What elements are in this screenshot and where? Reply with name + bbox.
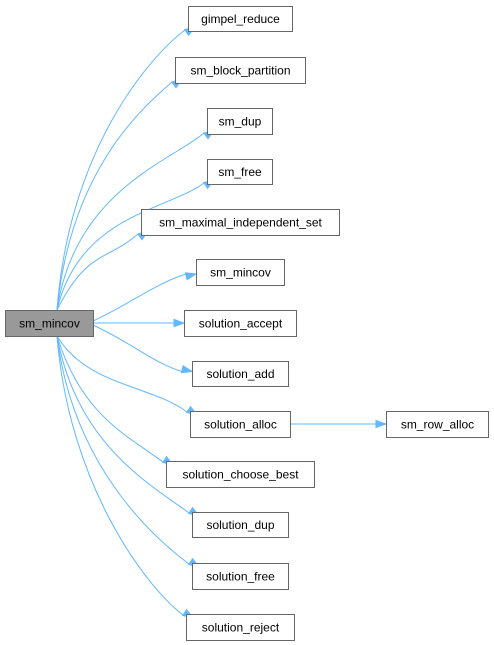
edge-arrowhead-icon	[180, 365, 194, 374]
edge-arrowhead-icon	[173, 318, 186, 328]
edge-sm_mincov-to-solution_dup	[56, 335, 201, 517]
node-box	[386, 411, 489, 438]
edge-sm_mincov-to-solution_choose_best	[56, 335, 175, 466]
edge-arrowhead-icon	[184, 272, 198, 281]
node-box	[184, 310, 297, 337]
edge-line	[56, 132, 205, 311]
edge-sm_mincov-to-solution_free	[56, 335, 201, 568]
node-label: solution_add	[206, 367, 274, 381]
node-solution_reject[interactable]: solution_reject	[186, 614, 295, 641]
node-box	[166, 461, 315, 488]
node-solution_choose_best[interactable]: solution_choose_best	[166, 461, 315, 488]
node-sm_row_alloc[interactable]: sm_row_alloc	[386, 411, 489, 438]
node-box	[192, 512, 289, 538]
edge-solution_alloc-to-sm_row_alloc	[290, 419, 388, 429]
edge-sm_mincov-to-gimpel_reduce	[56, 26, 197, 311]
edge-sm_mincov-to-solution_alloc	[56, 335, 199, 416]
edge-line	[92, 324, 183, 372]
edge-line	[56, 29, 186, 311]
node-label: solution_free	[206, 570, 275, 584]
node-label: solution_accept	[199, 317, 283, 331]
edge-sm_mincov-to-sm_block_partition	[56, 78, 184, 311]
edge-line	[56, 335, 184, 616]
node-label: sm_free	[218, 165, 262, 179]
node-label: gimpel_reduce	[201, 12, 280, 26]
node-label: solution_alloc	[204, 418, 277, 432]
edge-sm_mincov-to-sm_mincov_self	[92, 272, 198, 322]
edge-line	[56, 233, 139, 311]
node-box	[175, 57, 306, 84]
node-label: solution_choose_best	[182, 468, 299, 482]
root-node-sm_mincov[interactable]: sm_mincov	[5, 310, 94, 337]
node-solution_accept[interactable]: solution_accept	[184, 310, 297, 337]
node-sm_block_partition[interactable]: sm_block_partition	[175, 57, 306, 84]
node-label: solution_dup	[206, 518, 274, 532]
node-box	[207, 159, 273, 185]
edge-line	[56, 335, 164, 463]
node-box	[190, 411, 291, 438]
node-solution_add[interactable]: solution_add	[192, 361, 289, 387]
edge-arrowhead-icon	[375, 419, 388, 429]
node-label: solution_reject	[202, 621, 280, 635]
edge-line	[56, 335, 190, 565]
edge-sm_mincov-to-solution_accept	[93, 318, 186, 328]
edge-sm_mincov-to-sm_maximal_independent_set	[56, 230, 150, 311]
node-sm_maximal_independent_set[interactable]: sm_maximal_independent_set	[141, 209, 340, 236]
edge-sm_mincov-to-sm_free	[56, 179, 216, 311]
node-label: sm_dup	[219, 115, 262, 129]
node-sm_dup[interactable]: sm_dup	[207, 108, 273, 135]
node-sm_free[interactable]: sm_free	[207, 159, 273, 185]
edge-line	[56, 81, 173, 311]
node-solution_dup[interactable]: solution_dup	[192, 512, 289, 538]
edge-line	[92, 273, 187, 322]
edge-line	[56, 182, 205, 311]
node-box	[192, 361, 289, 387]
node-label: sm_mincov	[210, 266, 271, 280]
node-label: sm_mincov	[19, 317, 80, 331]
node-solution_alloc[interactable]: solution_alloc	[190, 411, 291, 438]
node-box	[207, 108, 273, 135]
node-label: sm_maximal_independent_set	[159, 216, 322, 230]
node-box	[5, 310, 94, 337]
node-box	[188, 6, 293, 32]
node-box	[196, 259, 285, 286]
node-sm_mincov_self[interactable]: sm_mincov	[196, 259, 285, 286]
node-box	[141, 209, 340, 236]
node-label: sm_block_partition	[190, 64, 290, 78]
node-label: sm_row_alloc	[401, 418, 474, 432]
node-box	[186, 614, 295, 641]
node-box	[192, 563, 289, 590]
node-gimpel_reduce[interactable]: gimpel_reduce	[188, 6, 293, 32]
node-solution_free[interactable]: solution_free	[192, 563, 289, 590]
edge-sm_mincov-to-solution_add	[92, 324, 194, 374]
edge-line	[56, 335, 188, 413]
edge-line	[56, 335, 190, 514]
call-nodes: sm_mincov gimpel_reduce sm_block_partition…	[5, 6, 489, 641]
